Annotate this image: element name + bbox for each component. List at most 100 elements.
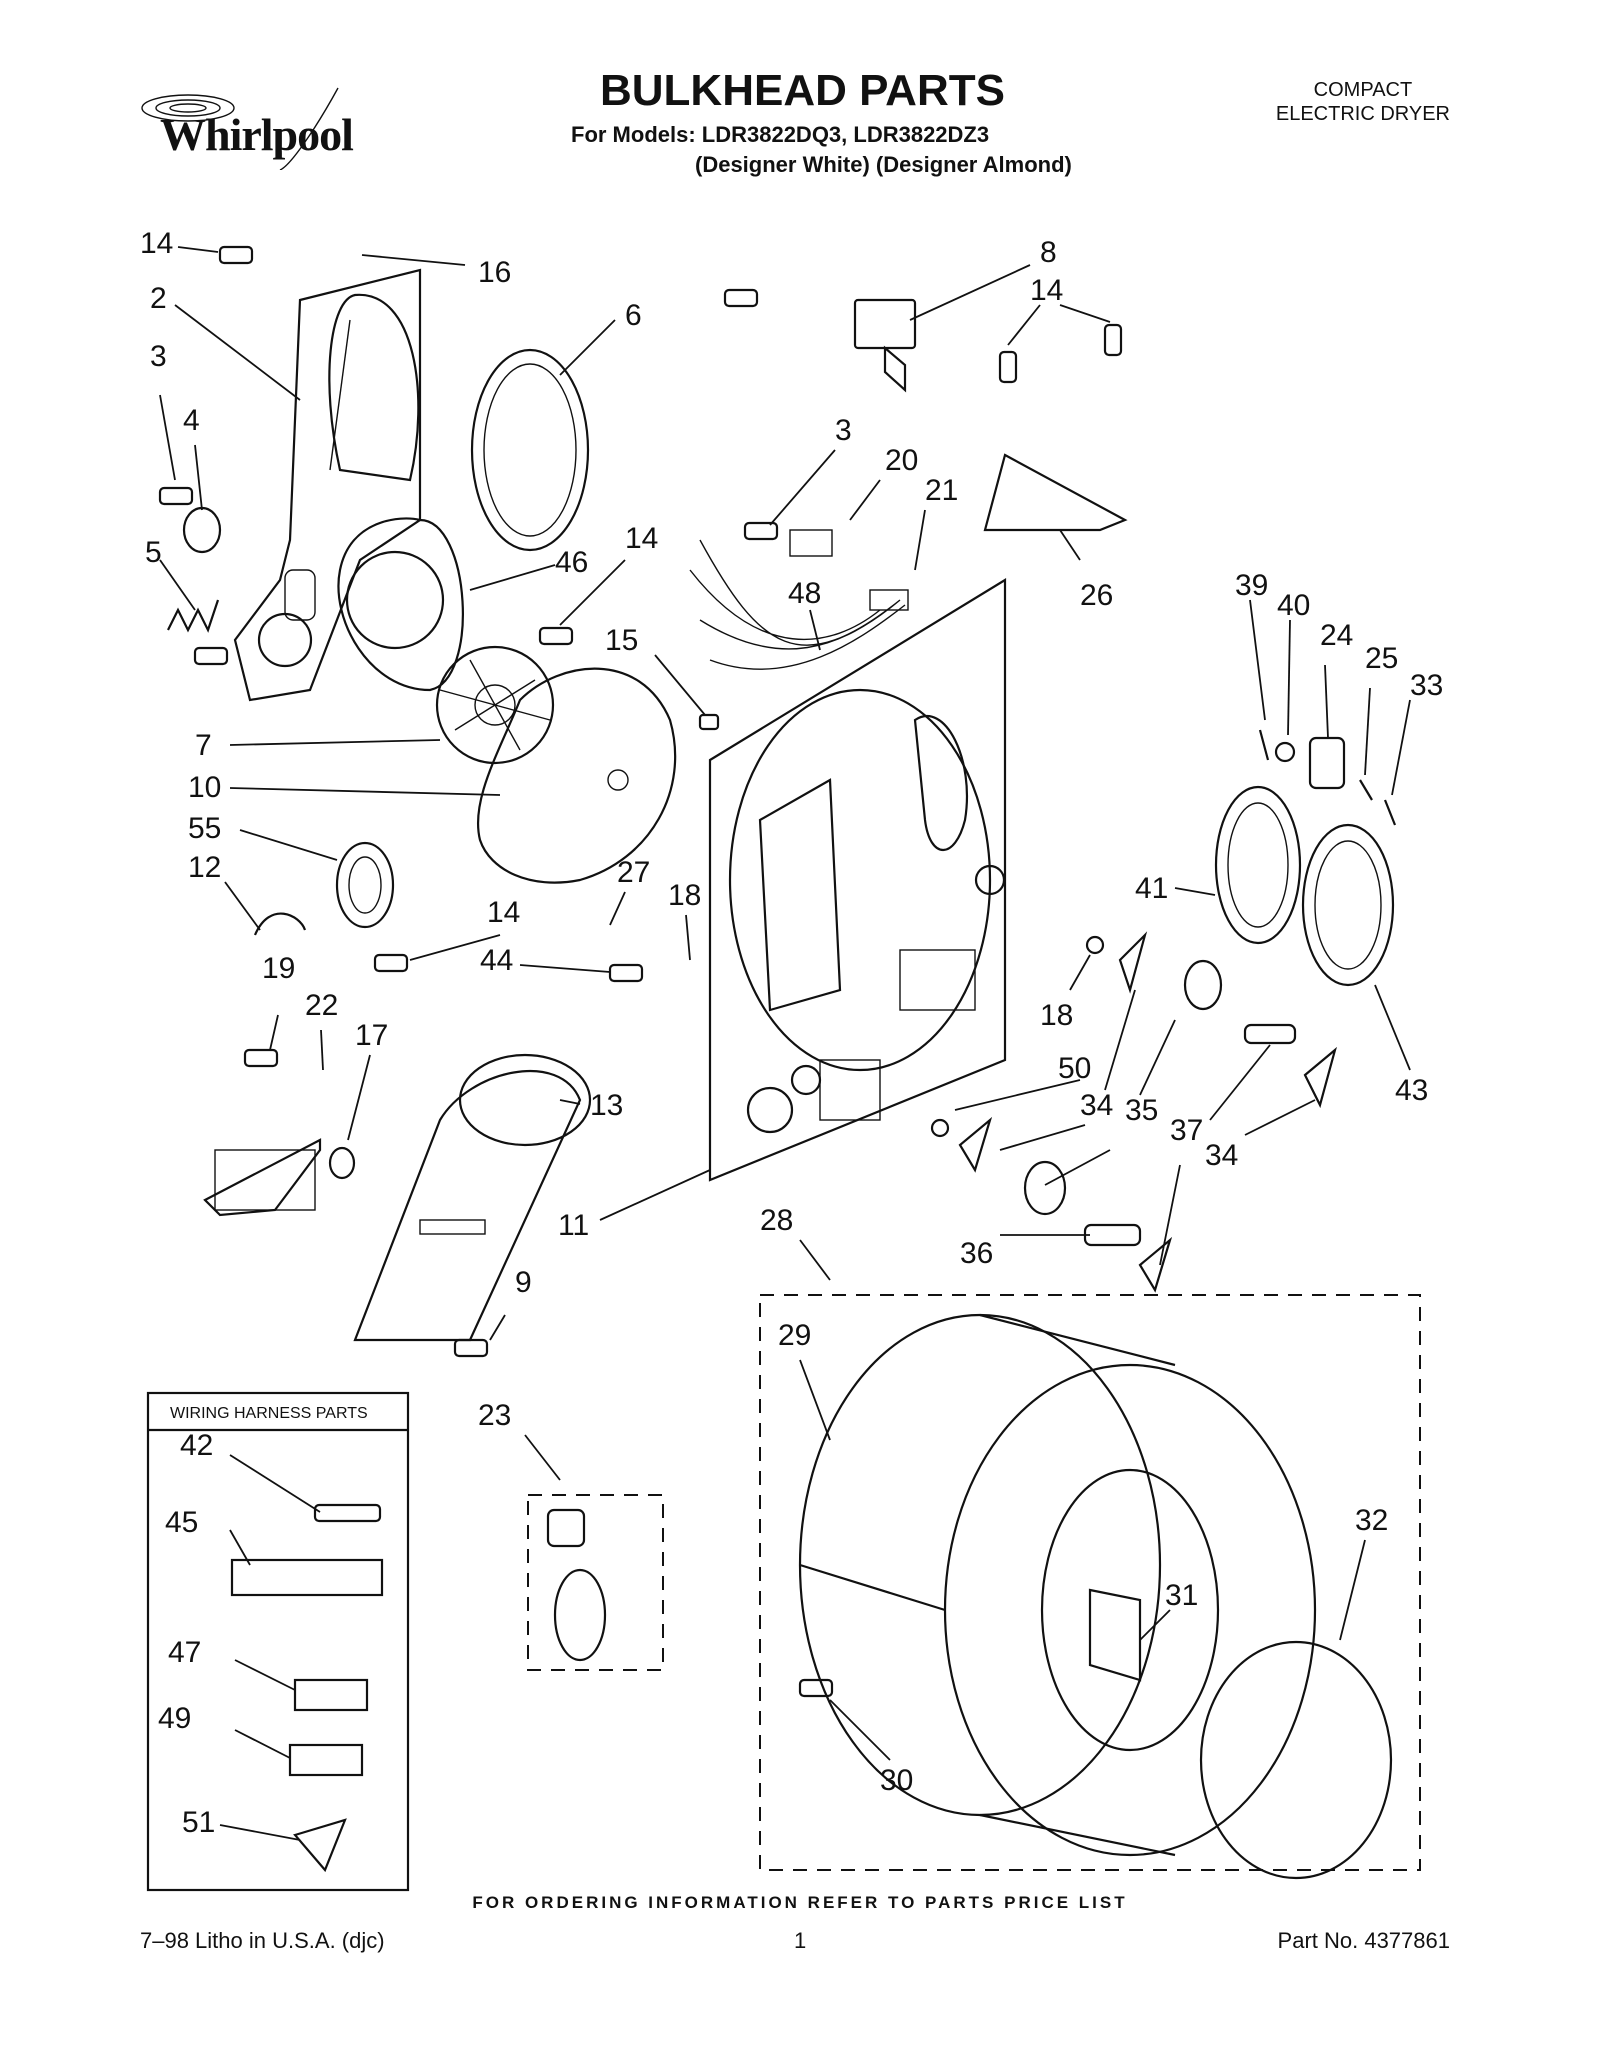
leader-lines xyxy=(159,246,1411,1841)
callout-22: 22 xyxy=(305,989,338,1022)
lint-duct xyxy=(353,1053,592,1342)
callout-14-b: 14 xyxy=(625,522,658,555)
callout-3-b: 3 xyxy=(835,414,852,447)
callout-11: 11 xyxy=(558,1209,589,1242)
callout-41: 41 xyxy=(1135,872,1168,905)
callout-14-c: 14 xyxy=(487,896,520,929)
callout-9: 9 xyxy=(515,1266,532,1299)
wiring-harness-box xyxy=(146,1391,410,1892)
callout-39: 39 xyxy=(1235,569,1268,602)
callout-18-b: 18 xyxy=(1040,999,1073,1032)
harness-plug xyxy=(869,589,909,611)
callout-23: 23 xyxy=(478,1399,511,1432)
whirlpool-logo: Whirlpool xyxy=(140,70,380,171)
callout-26: 26 xyxy=(1080,579,1113,612)
colors-line: (Designer White) (Designer Almond) xyxy=(695,152,1072,177)
callout-42: 42 xyxy=(180,1429,213,1462)
drum-assembly-box xyxy=(759,1294,1421,1871)
callout-15: 15 xyxy=(605,624,638,657)
drum-seal xyxy=(1199,1640,1393,1880)
harness-connector xyxy=(789,529,833,557)
models-line: For Models: LDR3822DQ3, LDR3822DZ3 xyxy=(571,122,990,147)
callout-19: 19 xyxy=(262,952,295,985)
callout-43: 43 xyxy=(1395,1074,1428,1107)
wire-harness xyxy=(689,539,906,670)
lint-screen-housing xyxy=(1214,785,1302,945)
bulkhead xyxy=(708,578,1007,1182)
page-title: BULKHEAD PARTS xyxy=(600,66,1005,115)
callout-34-b: 34 xyxy=(1205,1139,1238,1172)
callout-37: 37 xyxy=(1170,1114,1203,1147)
rear-duct-panel xyxy=(233,268,422,702)
callout-17: 17 xyxy=(355,1019,388,1052)
drum-roller-set-upper xyxy=(1085,931,1337,1109)
clip xyxy=(253,912,307,936)
callout-25: 25 xyxy=(1365,642,1398,675)
callout-34: 34 xyxy=(1080,1089,1113,1122)
callout-47: 47 xyxy=(168,1636,201,1669)
callout-2: 2 xyxy=(150,282,167,315)
callout-55: 55 xyxy=(188,812,221,845)
litho-info: 7–98 Litho in U.S.A. (djc) xyxy=(140,1928,385,1953)
page-number: 1 xyxy=(794,1928,807,1953)
harness-box-title: WIRING HARNESS PARTS xyxy=(170,1405,368,1422)
callout-27: 27 xyxy=(617,856,650,889)
door-catch-cover xyxy=(1301,823,1395,987)
whirlpool-swirl-icon xyxy=(141,87,339,171)
callout-21: 21 xyxy=(925,474,958,507)
heater-spring xyxy=(167,599,220,633)
callout-32: 32 xyxy=(1355,1504,1388,1537)
callout-50: 50 xyxy=(1058,1052,1091,1085)
plug xyxy=(698,713,720,731)
heater-assembly xyxy=(203,1138,356,1217)
callout-30: 30 xyxy=(880,1764,913,1797)
blower-wheel xyxy=(435,645,555,765)
callout-5: 5 xyxy=(145,536,162,569)
product-line-1: COMPACT xyxy=(1313,79,1413,101)
screws xyxy=(158,245,1123,1698)
part-number: Part No. 4377861 xyxy=(1277,1928,1450,1953)
callout-7: 7 xyxy=(195,729,212,762)
callout-31: 31 xyxy=(1165,1579,1198,1612)
blower-housing xyxy=(476,667,677,884)
callout-13: 13 xyxy=(590,1089,623,1122)
relay xyxy=(853,298,917,393)
callout-labels: 14 16 2 6 3 4 5 46 14 15 7 10 55 12 14 2… xyxy=(140,227,1443,1839)
duct-gasket xyxy=(470,348,590,552)
callout-35: 35 xyxy=(1125,1094,1158,1127)
callout-24: 24 xyxy=(1320,619,1353,652)
callout-45: 45 xyxy=(165,1506,198,1539)
callout-4: 4 xyxy=(183,404,200,437)
callout-18: 18 xyxy=(668,879,701,912)
callout-33: 33 xyxy=(1410,669,1443,702)
latch-clip xyxy=(1383,799,1397,826)
product-line-2: ELECTRIC DRYER xyxy=(1275,103,1450,125)
callout-12: 12 xyxy=(188,851,221,884)
blower-housing-ring xyxy=(337,517,464,692)
washer xyxy=(1274,741,1296,763)
blower-seal xyxy=(335,841,395,929)
callout-16: 16 xyxy=(478,256,511,289)
callout-49: 49 xyxy=(158,1702,191,1735)
hardware-bag xyxy=(527,1494,664,1671)
callout-44: 44 xyxy=(480,944,513,977)
brand-wordmark: Whirlpool xyxy=(160,109,354,160)
product-type: COMPACT ELECTRIC DRYER xyxy=(1276,78,1450,126)
callout-40: 40 xyxy=(1277,589,1310,622)
callout-46: 46 xyxy=(555,546,588,579)
drum xyxy=(798,1313,1317,1857)
callout-3: 3 xyxy=(150,340,167,373)
callout-36: 36 xyxy=(960,1237,993,1270)
bracket xyxy=(983,453,1128,532)
ordering-note: FOR ORDERING INFORMATION REFER TO PARTS … xyxy=(472,1893,1128,1912)
callout-28: 28 xyxy=(760,1204,793,1237)
callout-51: 51 xyxy=(182,1806,215,1839)
callout-10: 10 xyxy=(188,771,221,804)
harness-parts xyxy=(230,1503,384,1873)
callout-29: 29 xyxy=(778,1319,811,1352)
pin xyxy=(1258,729,1270,761)
callout-14-d: 14 xyxy=(1030,274,1063,307)
callout-14: 14 xyxy=(140,227,173,260)
door-hinge xyxy=(1308,736,1346,790)
